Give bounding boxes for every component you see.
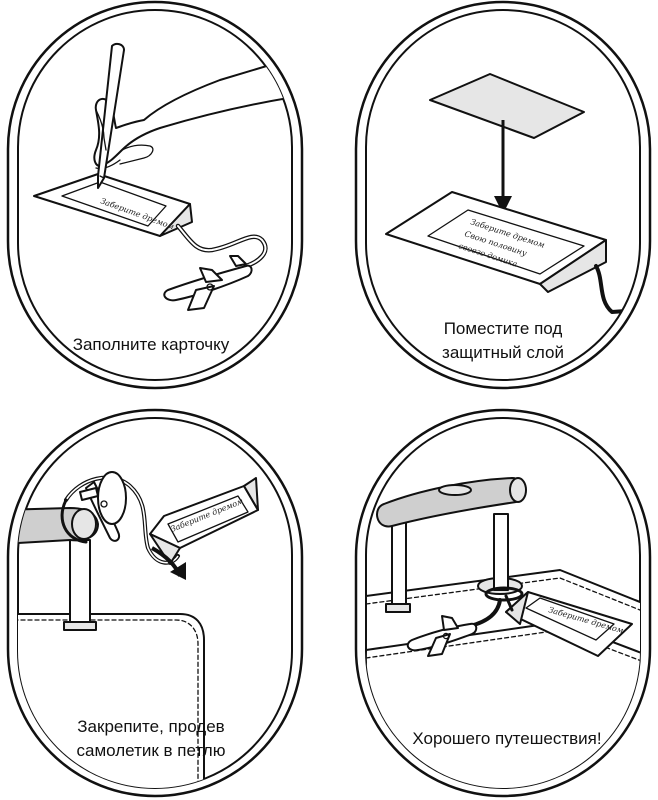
luggage-tag-icon: Заберите дремом	[149, 477, 259, 565]
step-2-panel: Заберите дремом Свою половину своего дом…	[354, 0, 652, 390]
suitcase-handle-icon	[18, 507, 99, 545]
step-3-panel: Заберите дремом Закрепите, продев самоле…	[6, 408, 304, 798]
luggage-tag-icon: Заберите дремом Свою половину своего дом…	[385, 191, 607, 293]
step-2-caption: Поместите под	[444, 319, 563, 338]
airplane-icon	[163, 255, 253, 311]
pen-icon	[97, 42, 125, 189]
step-2-caption-line2: защитный слой	[442, 343, 564, 362]
airplane-icon	[79, 471, 127, 542]
suitcase-handle-icon	[376, 477, 527, 528]
step-1-panel: Заберите дремом	[6, 0, 304, 390]
step-3-caption: Закрепите, продев	[77, 717, 224, 736]
step-3-caption-line2: самолетик в петлю	[77, 741, 226, 760]
step-4-caption: Хорошего путешествия!	[412, 729, 601, 748]
step-1-caption: Заполните карточку	[73, 335, 230, 354]
suitcase-icon	[18, 613, 205, 788]
protective-film-icon	[429, 73, 585, 139]
airplane-icon	[406, 615, 478, 657]
arrow-down-icon	[494, 120, 512, 214]
step-4-panel: Заберите дремом Хорошего путешествия!	[354, 408, 652, 798]
curved-arrow-icon	[150, 546, 186, 580]
hand-icon	[93, 55, 292, 170]
